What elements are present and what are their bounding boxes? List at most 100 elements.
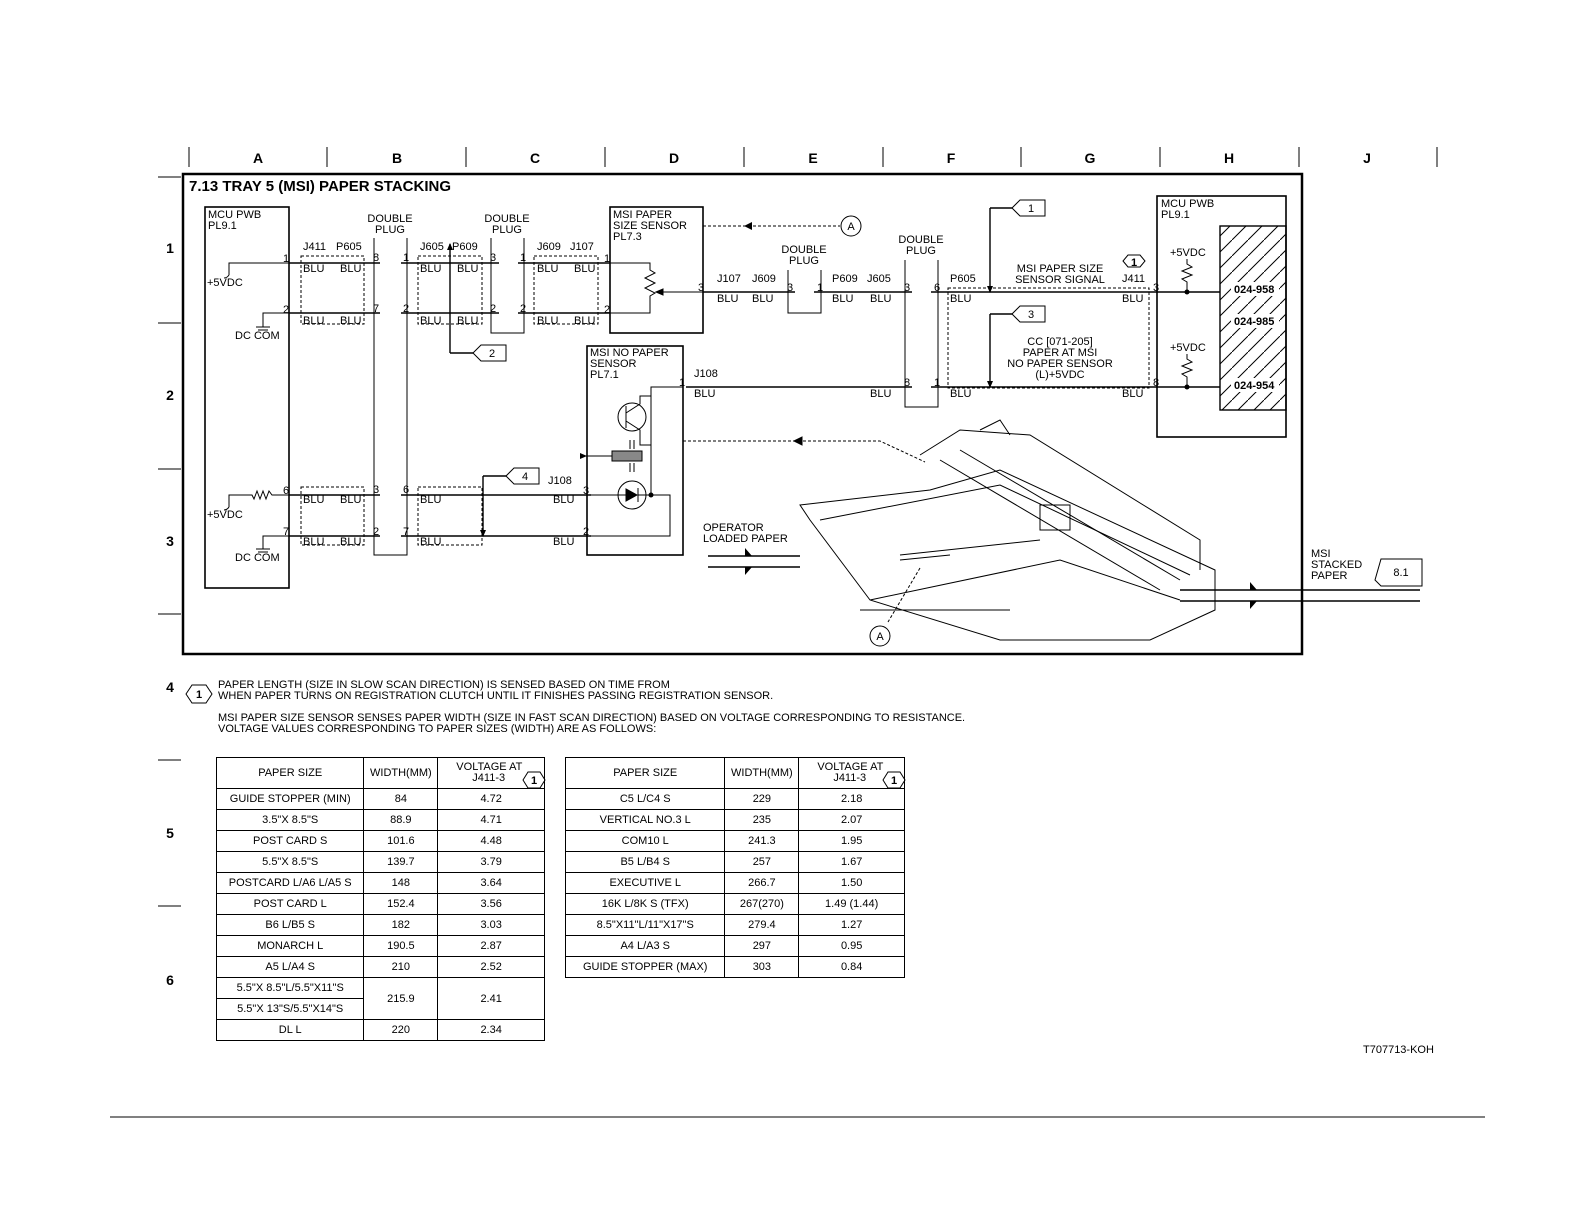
- size-signal-2: SENSOR SIGNAL: [1015, 274, 1105, 286]
- header-width: WIDTH(MM): [363, 757, 439, 789]
- callout-a-top-text: A: [847, 221, 855, 233]
- paper-size-cell: A5 L/A4 S: [215, 956, 365, 978]
- svg-text:1: 1: [817, 282, 823, 294]
- mcu-left-pin-6: 6: [283, 485, 289, 497]
- voltage-cell: 0.95: [798, 935, 905, 957]
- voltage-cell: 3.79: [437, 851, 545, 873]
- conn-j108-bottom: J108: [548, 475, 572, 487]
- svg-text:BLU: BLU: [303, 263, 324, 275]
- col-label-f: F: [947, 150, 956, 166]
- vdc-right-2: +5VDC: [1170, 342, 1206, 354]
- width-cell: 215.9: [363, 977, 439, 1020]
- msi-no-label-2: SENSOR: [590, 358, 637, 370]
- svg-text:1: 1: [934, 377, 940, 389]
- diagram-frame: [181, 172, 1304, 656]
- paper-path-in: [708, 555, 800, 568]
- width-cell: 152.4: [363, 893, 439, 915]
- voltage-cell: 1.67: [798, 851, 905, 873]
- svg-text:BLU: BLU: [717, 293, 738, 305]
- tag-4: 4: [522, 471, 528, 483]
- mcu-right-pin-8: 8: [1153, 377, 1159, 389]
- mcu-left-internals: [223, 262, 289, 553]
- msi-no-label-3: PL7.1: [590, 369, 619, 381]
- voltage-cell: 2.87: [437, 935, 545, 957]
- code-958: 024-958: [1234, 284, 1274, 296]
- note-hex-text: 1: [1131, 257, 1137, 269]
- col-label-d: D: [669, 150, 679, 166]
- svg-text:BLU: BLU: [553, 536, 574, 548]
- voltage-cell: 2.41: [437, 977, 545, 1020]
- tray-illustration: [683, 419, 1216, 641]
- msi-size-label-3: PL7.3: [613, 231, 642, 243]
- svg-text:3: 3: [904, 282, 910, 294]
- stacked-ref-tag: [1374, 558, 1423, 587]
- width-cell: 229: [724, 788, 800, 810]
- operator-label-1: OPERATOR: [703, 522, 764, 534]
- no-sensor-pin-1: 1: [679, 377, 685, 389]
- width-cell: 84: [363, 788, 439, 810]
- width-cell: 279.4: [724, 914, 800, 936]
- stacked-ref-text: 8.1: [1393, 567, 1408, 579]
- svg-text:BLU: BLU: [420, 263, 441, 275]
- conn-j411-right: J411: [1122, 273, 1145, 285]
- svg-text:BLU: BLU: [537, 315, 558, 327]
- width-cell: 190.5: [363, 935, 439, 957]
- svg-text:8: 8: [373, 252, 379, 264]
- note-line-2: WHEN PAPER TURNS ON REGISTRATION CLUTCH …: [218, 690, 774, 702]
- vdc-left-2: +5VDC: [207, 509, 243, 521]
- voltage-cell: 3.03: [437, 914, 545, 936]
- paper-size-cell: POST CARD S: [215, 830, 365, 852]
- voltage-cell: 4.48: [437, 830, 545, 852]
- svg-text:8: 8: [904, 377, 910, 389]
- row-label-3: 3: [166, 533, 174, 549]
- row-label-6: 6: [166, 972, 174, 988]
- width-cell: 101.6: [363, 830, 439, 852]
- mcu-left-pin-1: 1: [283, 253, 289, 265]
- paper-size-cell: 5.5"X 8.5"L/5.5"X11"S: [215, 977, 365, 999]
- width-cell: 182: [363, 914, 439, 936]
- svg-text:2: 2: [373, 526, 379, 538]
- width-cell: 241.3: [724, 830, 800, 852]
- svg-text:BLU: BLU: [950, 388, 971, 400]
- paper-size-cell: COM10 L: [564, 830, 726, 852]
- document-id: T707713-KOH: [1363, 1044, 1434, 1056]
- width-cell: 297: [724, 935, 800, 957]
- mcu-pwb-left: [204, 206, 290, 589]
- svg-text:BLU: BLU: [832, 293, 853, 305]
- width-cell: 257: [724, 851, 800, 873]
- msi-size-label-1: MSI PAPER: [613, 209, 672, 221]
- pullup-resistors: [1180, 259, 1194, 387]
- svg-text:1: 1: [520, 252, 526, 264]
- note-hex-icon: [1122, 254, 1146, 268]
- svg-text:3: 3: [373, 484, 379, 496]
- svg-text:BLU: BLU: [420, 315, 441, 327]
- svg-text:BLU: BLU: [340, 494, 361, 506]
- size-signal-1: MSI PAPER SIZE: [1017, 263, 1104, 275]
- voltage-cell: 3.56: [437, 893, 545, 915]
- msi-no-label-1: MSI NO PAPER: [590, 347, 669, 359]
- paper-size-cell: MONARCH L: [215, 935, 365, 957]
- dp4-label: DOUBLE: [898, 234, 943, 246]
- dp4-plug: PLUG: [906, 245, 936, 257]
- col-label-g: G: [1085, 150, 1096, 166]
- header-width: WIDTH(MM): [724, 757, 800, 789]
- svg-text:BLU: BLU: [303, 494, 324, 506]
- phototransistor-icon: [581, 386, 683, 537]
- svg-text:BLU: BLU: [457, 315, 478, 327]
- conn-p605-left: P605: [336, 241, 362, 253]
- svg-text:BLU: BLU: [420, 494, 441, 506]
- voltage-cell: 4.72: [437, 788, 545, 810]
- conn-j411-left: J411: [303, 241, 326, 253]
- mcu-right-pin-3: 3: [1153, 282, 1159, 294]
- note-line-1: PAPER LENGTH (SIZE IN SLOW SCAN DIRECTIO…: [218, 679, 670, 691]
- mcu-left-pin-7: 7: [283, 526, 289, 538]
- header-paper-size: PAPER SIZE: [564, 757, 726, 789]
